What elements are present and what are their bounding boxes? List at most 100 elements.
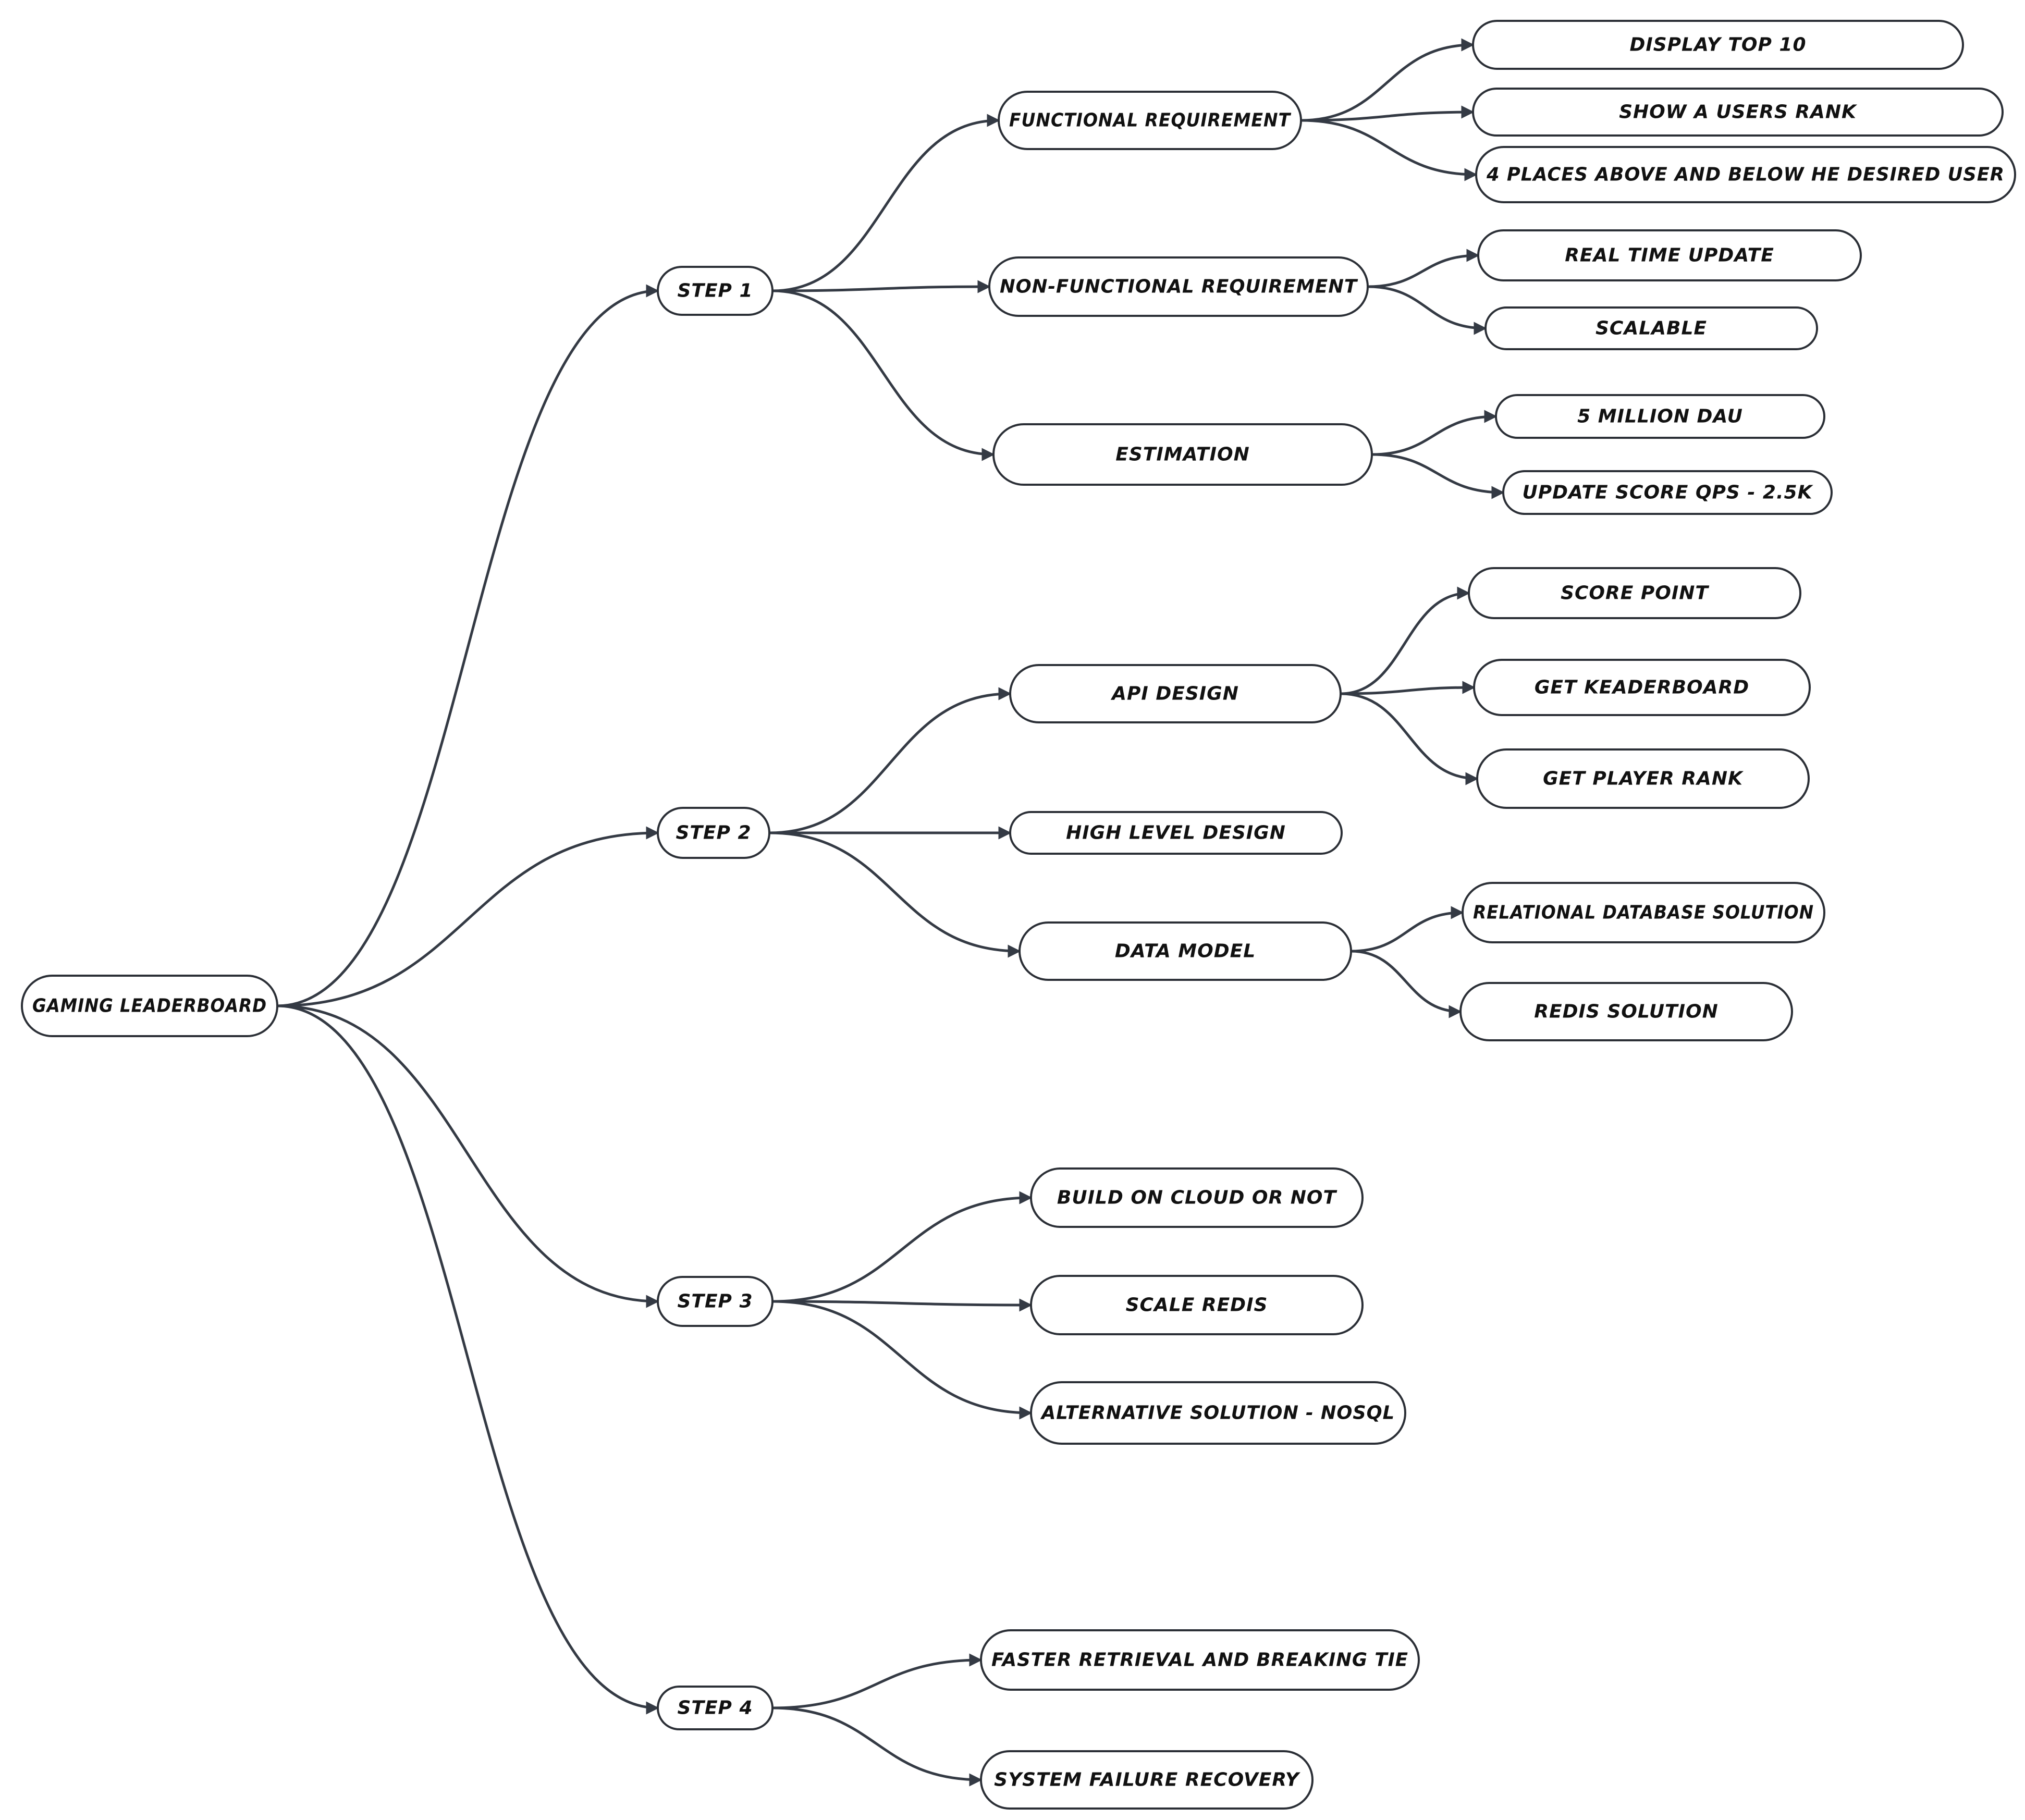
step-1-topic-1-node[interactable]: FUNCTIONAL REQUIREMENT — [998, 91, 1302, 150]
step-2-topic-1-node-box — [1009, 664, 1342, 723]
step-2-topic-1-item-2-node-box — [1473, 659, 1811, 716]
step-2-topic-3-item-1-node-box — [1462, 882, 1825, 943]
step-3-topic-3-node-label: ALTERNATIVE SOLUTION - NOSQL — [1040, 1403, 1395, 1424]
step-1-topic-1-item-3-node-box — [1475, 146, 2016, 203]
edge-step-4-topic-2 — [772, 1706, 983, 1787]
step-2-topic-3-item-2-node[interactable]: REDIS SOLUTION — [1459, 982, 1793, 1041]
edge-step-2-topic-3-item-1 — [1351, 906, 1464, 953]
step-3-topic-1-node-label: BUILD ON CLOUD OR NOT — [1057, 1187, 1337, 1209]
edge-step-1-topic-3 — [772, 289, 995, 461]
step-3-node-label: STEP 3 — [677, 1291, 753, 1312]
edge-step-3-topic-3 — [772, 1300, 1033, 1420]
step-4-topic-2-node-box — [980, 1750, 1314, 1810]
step-1-topic-2-node[interactable]: NON-FUNCTIONAL REQUIREMENT — [988, 256, 1369, 317]
step-1-topic-3-item-1-node[interactable]: 5 MILLION DAU — [1495, 394, 1825, 439]
step-1-topic-2-item-2-node[interactable]: SCALABLE — [1484, 306, 1818, 350]
step-2-topic-2-node-box — [1009, 811, 1343, 855]
step-1-topic-1-item-3-node[interactable]: 4 PLACES ABOVE AND BELOW HE DESIRED USER — [1475, 146, 2016, 203]
edge-step-2-topic-1 — [769, 687, 1012, 834]
step-1-topic-3-item-1-node-box — [1495, 394, 1825, 439]
step-2-node-label: STEP 2 — [676, 822, 751, 844]
edge-step-2-topic-3-item-2 — [1351, 950, 1462, 1018]
step-2-topic-1-item-1-node[interactable]: SCORE POINT — [1468, 567, 1801, 619]
root-node-box — [21, 975, 278, 1037]
step-2-topic-1-item-2-node-label: GET KEADERBOARD — [1535, 677, 1749, 698]
step-2-topic-1-item-1-node-label: SCORE POINT — [1561, 583, 1709, 604]
step-3-topic-3-node[interactable]: ALTERNATIVE SOLUTION - NOSQL — [1030, 1381, 1406, 1445]
step-3-node[interactable]: STEP 3 — [657, 1276, 774, 1327]
step-2-topic-1-item-2-node[interactable]: GET KEADERBOARD — [1473, 659, 1811, 716]
step-2-topic-3-item-1-node-label: RELATIONAL DATABASE SOLUTION — [1473, 902, 1814, 924]
step-1-topic-1-item-2-node[interactable]: SHOW A USERS RANK — [1472, 88, 2004, 137]
edge-step-1-topic-1-item-2 — [1300, 105, 1475, 122]
step-1-topic-2-item-2-node-box — [1484, 306, 1818, 350]
step-4-node-box — [657, 1686, 774, 1730]
edge-root-step-1 — [277, 284, 659, 1007]
edge-step-1-topic-1-item-3 — [1300, 119, 1478, 181]
edge-step-2-topic-1-item-3 — [1340, 692, 1479, 785]
edge-step-3-topic-2 — [772, 1298, 1033, 1312]
step-4-topic-1-node-label: FASTER RETRIEVAL AND BREAKING TIE — [991, 1650, 1408, 1671]
step-1-topic-2-node-box — [988, 256, 1369, 317]
edge-step-2-topic-3 — [769, 831, 1021, 958]
step-4-topic-1-node[interactable]: FASTER RETRIEVAL AND BREAKING TIE — [980, 1629, 1420, 1691]
step-4-node[interactable]: STEP 4 — [657, 1686, 774, 1730]
step-2-topic-1-item-3-node-box — [1476, 748, 1810, 809]
step-1-topic-3-node-box — [992, 423, 1373, 486]
step-1-topic-1-node-label: FUNCTIONAL REQUIREMENT — [1009, 110, 1291, 131]
step-1-topic-1-item-2-node-label: SHOW A USERS RANK — [1619, 102, 1858, 123]
step-2-topic-1-node[interactable]: API DESIGN — [1009, 664, 1342, 723]
edge-step-1-topic-3-item-2 — [1371, 453, 1505, 499]
step-4-topic-2-node-label: SYSTEM FAILURE RECOVERY — [994, 1769, 1301, 1791]
step-1-topic-2-item-1-node[interactable]: REAL TIME UPDATE — [1477, 229, 1862, 281]
step-1-node[interactable]: STEP 1 — [657, 266, 774, 316]
step-3-topic-1-node[interactable]: BUILD ON CLOUD OR NOT — [1030, 1167, 1364, 1228]
step-2-topic-1-item-3-node[interactable]: GET PLAYER RANK — [1476, 748, 1810, 809]
edge-step-3-topic-1 — [772, 1191, 1033, 1303]
edge-step-2-topic-1-item-2 — [1340, 681, 1476, 695]
step-1-topic-3-node[interactable]: ESTIMATION — [992, 423, 1373, 486]
step-4-node-label: STEP 4 — [677, 1698, 753, 1719]
step-1-topic-1-item-1-node[interactable]: DISPLAY TOP 10 — [1472, 20, 1964, 70]
step-3-topic-2-node[interactable]: SCALE REDIS — [1030, 1275, 1364, 1335]
edge-step-1-topic-2-item-2 — [1367, 285, 1487, 335]
step-2-topic-3-node[interactable]: DATA MODEL — [1018, 921, 1352, 981]
step-4-topic-2-node[interactable]: SYSTEM FAILURE RECOVERY — [980, 1750, 1314, 1810]
edge-step-1-topic-2-item-1 — [1367, 249, 1480, 288]
step-2-topic-3-item-1-node[interactable]: RELATIONAL DATABASE SOLUTION — [1462, 882, 1825, 943]
step-3-topic-1-node-box — [1030, 1167, 1364, 1228]
connector-lines — [277, 38, 1505, 1787]
step-2-node-box — [657, 807, 770, 859]
step-4-topic-1-node-box — [980, 1629, 1420, 1691]
step-2-topic-2-node-label: HIGH LEVEL DESIGN — [1066, 822, 1286, 844]
step-3-topic-3-node-box — [1030, 1381, 1406, 1445]
edge-root-step-2 — [277, 826, 659, 1007]
edge-root-step-3 — [277, 1004, 659, 1308]
root-node-label: GAMING LEADERBOARD — [32, 995, 267, 1017]
step-1-node-box — [657, 266, 774, 316]
step-1-topic-2-item-1-node-label: REAL TIME UPDATE — [1565, 245, 1774, 266]
step-1-topic-1-item-1-node-box — [1472, 20, 1964, 70]
step-2-topic-3-node-box — [1018, 921, 1352, 981]
step-2-topic-1-item-3-node-label: GET PLAYER RANK — [1543, 768, 1744, 790]
step-2-topic-2-node[interactable]: HIGH LEVEL DESIGN — [1009, 811, 1343, 855]
step-1-topic-2-node-label: NON-FUNCTIONAL REQUIREMENT — [1000, 276, 1358, 298]
step-2-topic-1-node-label: API DESIGN — [1110, 683, 1239, 705]
step-1-node-label: STEP 1 — [677, 280, 753, 302]
edge-step-2-topic-1-item-1 — [1340, 586, 1470, 695]
edge-step-4-topic-1 — [772, 1653, 983, 1710]
step-3-topic-2-node-box — [1030, 1275, 1364, 1335]
step-1-topic-1-node-box — [998, 91, 1302, 150]
step-1-topic-3-item-2-node-label: UPDATE SCORE QPS - 2.5K — [1523, 482, 1814, 503]
step-1-topic-3-item-2-node[interactable]: UPDATE SCORE QPS - 2.5K — [1502, 470, 1833, 515]
step-3-topic-2-node-label: SCALE REDIS — [1126, 1295, 1268, 1316]
step-1-topic-1-item-2-node-box — [1472, 88, 2004, 137]
root-node[interactable]: GAMING LEADERBOARD — [21, 975, 278, 1037]
step-1-topic-3-item-1-node-label: 5 MILLION DAU — [1577, 406, 1743, 427]
step-1-topic-1-item-1-node-label: DISPLAY TOP 10 — [1629, 34, 1806, 56]
step-3-node-box — [657, 1276, 774, 1327]
step-2-node[interactable]: STEP 2 — [657, 807, 770, 859]
step-1-topic-1-item-3-node-label: 4 PLACES ABOVE AND BELOW HE DESIRED USER — [1486, 164, 2005, 186]
step-1-topic-3-node-label: ESTIMATION — [1115, 444, 1249, 465]
